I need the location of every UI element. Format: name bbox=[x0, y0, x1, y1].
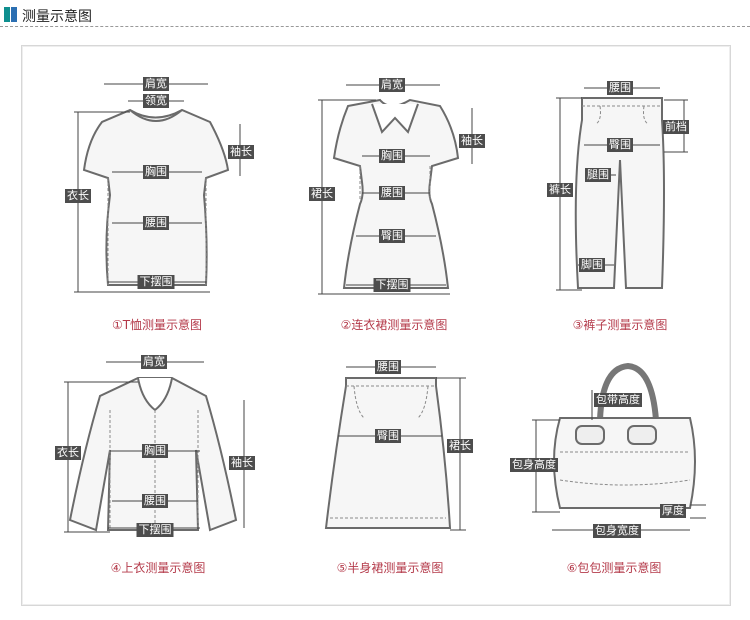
dress-shoulder-label: 肩宽 bbox=[379, 78, 405, 92]
shirt-shoulder-label: 肩宽 bbox=[141, 355, 167, 369]
pants-rise-label: 前档 bbox=[663, 120, 689, 134]
header-accent-icon-2 bbox=[11, 7, 17, 22]
shirt-length-label: 衣长 bbox=[55, 446, 81, 460]
pants-foot-label: 脚围 bbox=[579, 258, 605, 272]
dress-caption: ②连衣裙测量示意图 bbox=[340, 318, 448, 332]
tshirt-sleeve-label: 袖长 bbox=[228, 145, 254, 159]
pants-hip-label: 臀围 bbox=[607, 138, 633, 152]
skirt-waist-label: 腰围 bbox=[375, 360, 401, 374]
diagram-panel bbox=[21, 45, 731, 606]
dress-hem-label: 下摆围 bbox=[373, 278, 411, 292]
dress-waist-label: 腰围 bbox=[379, 186, 405, 200]
bag-strap-label: 包带高度 bbox=[594, 393, 642, 407]
pants-thigh-label: 腿围 bbox=[585, 168, 611, 182]
bag-caption: ⑥包包测量示意图 bbox=[566, 561, 662, 575]
bag-width-label: 包身宽度 bbox=[593, 524, 641, 538]
bag-height-label: 包身高度 bbox=[510, 458, 558, 472]
skirt-hip-label: 臀围 bbox=[375, 429, 401, 443]
tshirt-length-label: 衣长 bbox=[65, 189, 91, 203]
shirt-caption: ④上衣测量示意图 bbox=[110, 561, 206, 575]
tshirt-hem-label: 下摆围 bbox=[137, 275, 175, 289]
tshirt-chest-label: 胸围 bbox=[143, 165, 169, 179]
shirt-waist-label: 腰围 bbox=[142, 494, 168, 508]
skirt-caption: ⑤半身裙测量示意图 bbox=[336, 561, 444, 575]
header-accent-icon bbox=[4, 7, 10, 22]
tshirt-shoulder-label: 肩宽 bbox=[143, 77, 169, 91]
tshirt-illustration bbox=[74, 83, 241, 293]
bag-depth-label: 厚度 bbox=[660, 504, 686, 518]
tshirt-neck-label: 领宽 bbox=[143, 94, 169, 108]
shirt-sleeve-label: 袖长 bbox=[229, 456, 255, 470]
skirt-length-label: 裙长 bbox=[447, 439, 473, 453]
dress-length-label: 裙长 bbox=[309, 187, 335, 201]
section-header: 测量示意图 bbox=[0, 0, 750, 30]
pants-caption: ③裤子测量示意图 bbox=[572, 318, 668, 332]
pants-length-label: 裤长 bbox=[547, 183, 573, 197]
bag-illustration bbox=[532, 362, 706, 531]
pants-illustration bbox=[556, 87, 688, 291]
shirt-hem-label: 下摆围 bbox=[136, 523, 174, 537]
header-divider bbox=[0, 26, 750, 27]
tshirt-caption: ①T恤测量示意图 bbox=[111, 318, 203, 332]
shirt-chest-label: 胸围 bbox=[142, 444, 168, 458]
pants-waist-label: 腰围 bbox=[607, 81, 633, 95]
section-title: 测量示意图 bbox=[22, 9, 92, 25]
dress-chest-label: 胸围 bbox=[379, 149, 405, 163]
tshirt-waist-label: 腰围 bbox=[143, 216, 169, 230]
dress-sleeve-label: 袖长 bbox=[459, 134, 485, 148]
skirt-illustration bbox=[324, 366, 466, 531]
dress-hip-label: 臀围 bbox=[379, 229, 405, 243]
